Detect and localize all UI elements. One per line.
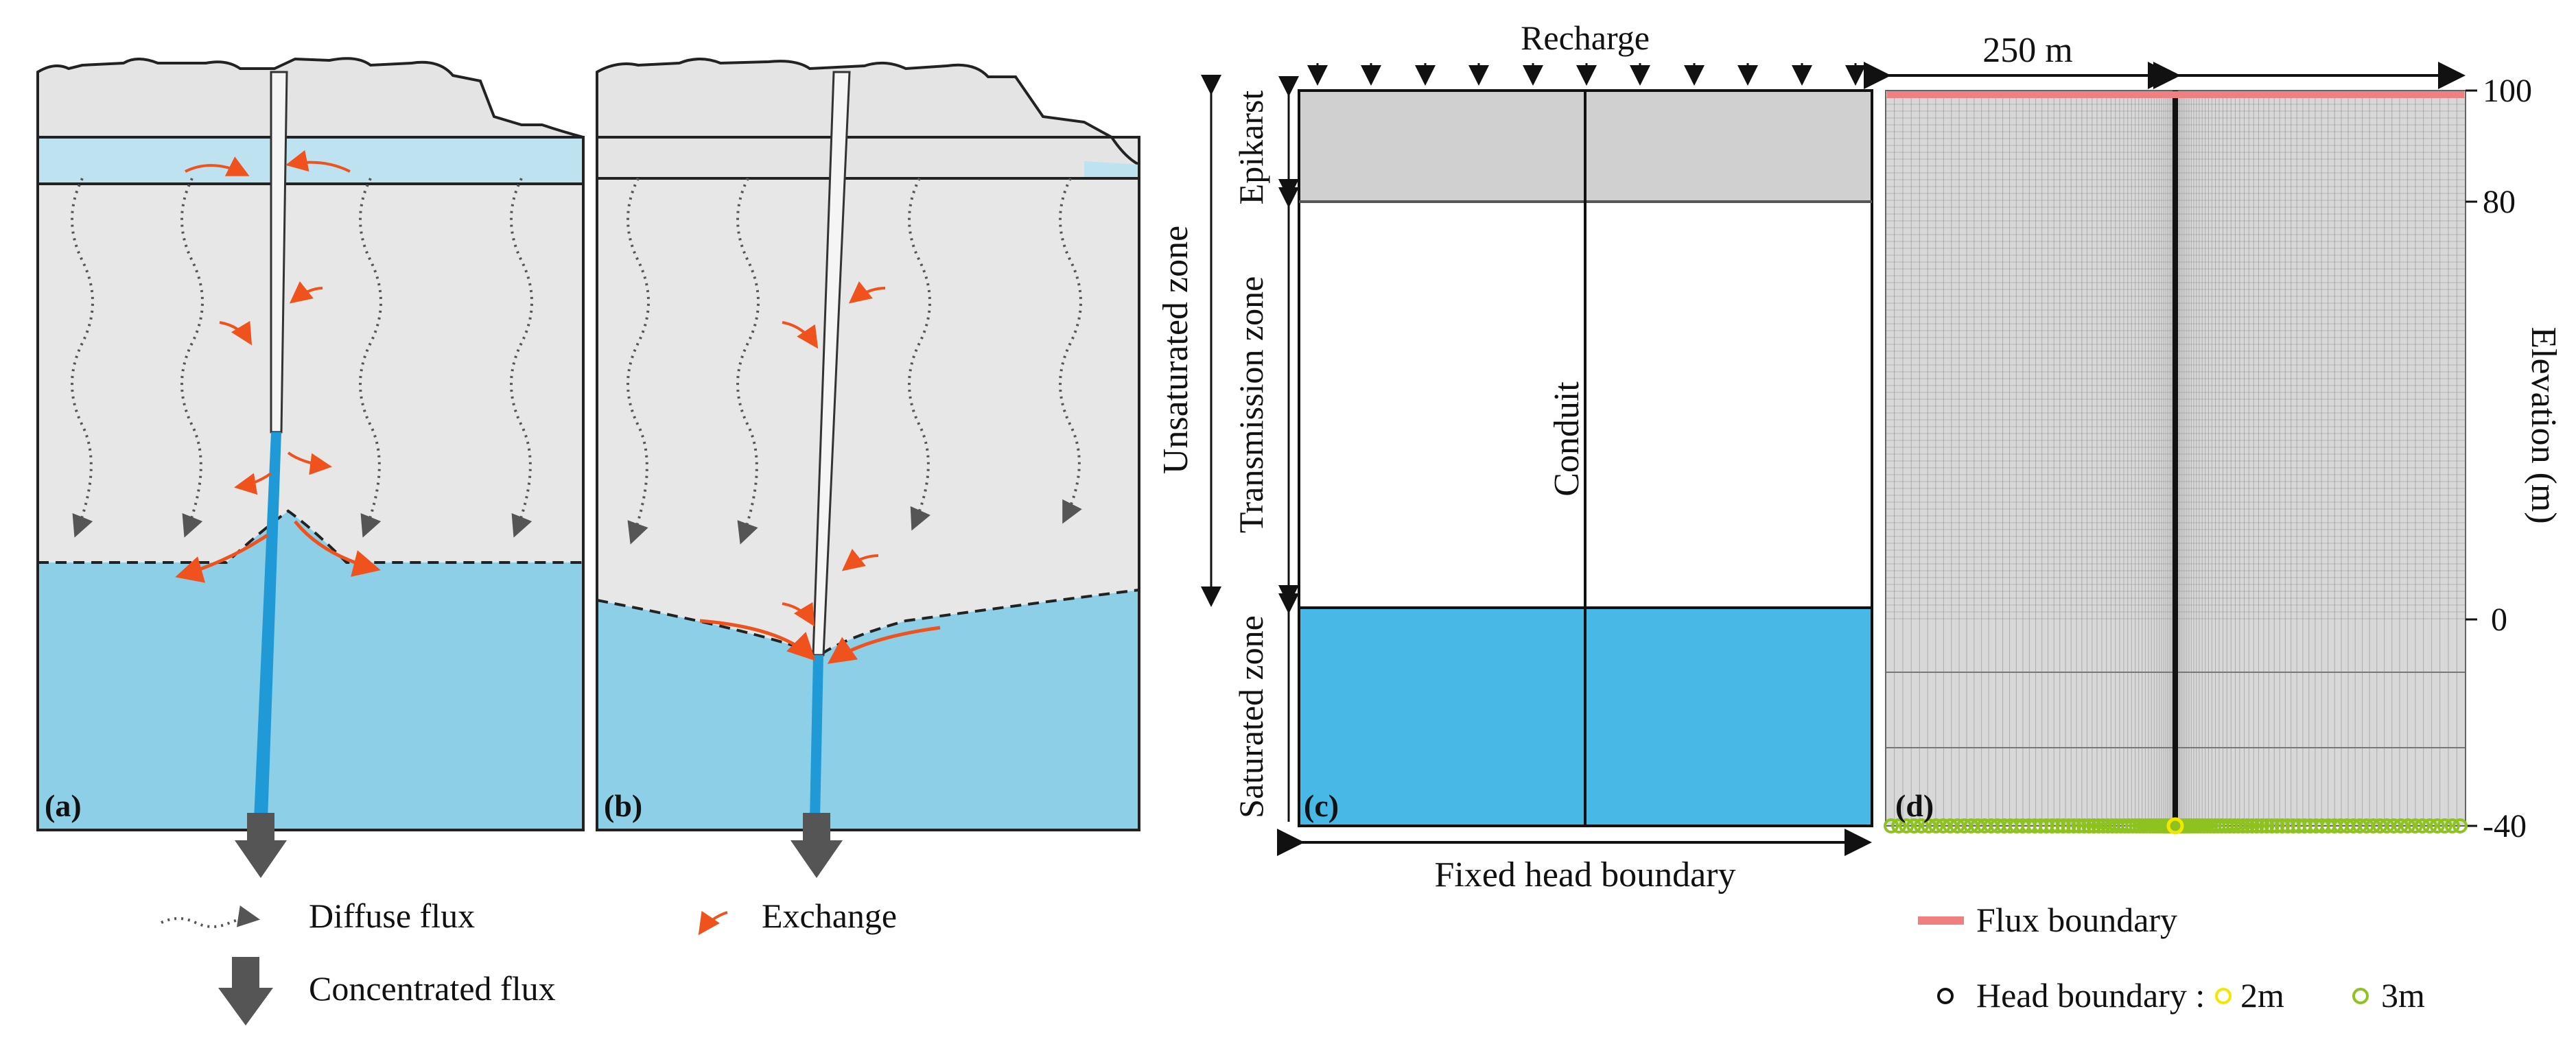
panel-b-conduit-water xyxy=(810,655,823,820)
elevation-label: Elevation (m) xyxy=(2524,327,2563,523)
legend-right: Flux boundary Head boundary : 2m 3m xyxy=(1918,901,2425,1015)
head-3m-swatch xyxy=(2352,988,2369,1004)
unsaturated-zone-label: Unsaturated zone xyxy=(1156,226,1195,474)
panel-c-label: (c) xyxy=(1304,788,1339,823)
panel-b-rock xyxy=(597,137,1139,655)
concentrated-flux-icon xyxy=(218,957,273,1026)
panel-b-concentrated-flux-arrow xyxy=(791,813,843,878)
tick-0: 0 xyxy=(2491,602,2507,638)
exchange-icon xyxy=(698,910,728,936)
legend-diffuse-flux: Diffuse flux xyxy=(309,897,475,935)
legend-head-boundary: Head boundary : xyxy=(1976,976,2205,1015)
legend-left: Diffuse flux Exchange Concentrated flux xyxy=(161,897,897,1026)
tick-80: 80 xyxy=(2483,184,2516,220)
panel-a-rock xyxy=(38,137,583,562)
legend-exchange: Exchange xyxy=(762,897,897,935)
head-boundary-swatch xyxy=(1937,988,1954,1004)
panel-c: Recharge Conduit Unsaturated zone Epikar… xyxy=(1156,19,1873,894)
saturated-zone-label: Saturated zone xyxy=(1232,615,1270,818)
tick-100: 100 xyxy=(2483,73,2532,109)
panel-a-surface-blocks xyxy=(36,57,584,139)
conduit-label: Conduit xyxy=(1547,381,1586,497)
panel-b: (b) xyxy=(596,58,1140,878)
head-boundary-nodes xyxy=(1884,817,2468,835)
tick-minus-40: -40 xyxy=(2483,808,2527,844)
panel-a-label: (a) xyxy=(45,788,82,823)
head-2m-swatch xyxy=(2215,988,2232,1004)
legend-head-3m: 3m xyxy=(2381,976,2425,1015)
legend-head-2m: 2m xyxy=(2240,976,2284,1015)
panel-a-concentrated-flux-arrow xyxy=(235,813,287,878)
fixed-head-boundary-label: Fixed head boundary xyxy=(1434,855,1735,894)
legend-flux-boundary: Flux boundary xyxy=(1976,901,2177,939)
panel-d-label: (d) xyxy=(1895,788,1934,823)
panel-b-label: (b) xyxy=(604,788,642,823)
elevation-axis: 100 80 0 -40 Elevation (m) xyxy=(2466,73,2563,844)
epikarst-label: Epikarst xyxy=(1232,91,1270,205)
recharge-label: Recharge xyxy=(1521,19,1650,57)
diffuse-flux-icon xyxy=(161,905,260,928)
width-label: 250 m xyxy=(1982,31,2072,70)
transmission-zone-label: Transmission zone xyxy=(1232,276,1270,534)
panel-d: 250 m 100 80 0 -40 Elevation (m) (d) Flu… xyxy=(1864,31,2563,1015)
legend-concentrated-flux: Concentrated flux xyxy=(309,969,556,1008)
panel-a-conduit-water xyxy=(254,432,281,820)
panel-a-epikarst-water xyxy=(38,137,583,184)
recharge-arrows xyxy=(1307,63,1866,86)
panel-b-surface-blocks xyxy=(596,58,1140,180)
panel-a-saturated-zone xyxy=(38,511,583,830)
panel-b-saturated-zone xyxy=(597,590,1139,830)
panel-a: (a) xyxy=(36,57,585,878)
